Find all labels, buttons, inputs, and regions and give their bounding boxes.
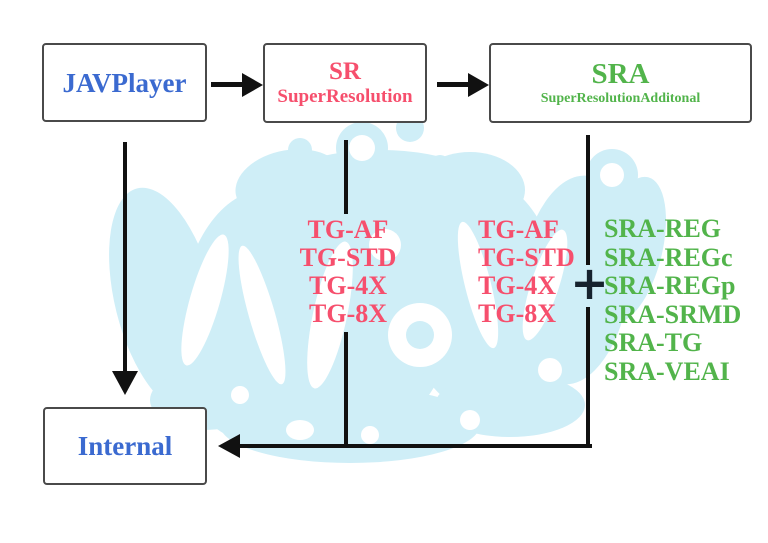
list-item: SRA-REGc: [604, 242, 733, 272]
node-javplayer-label: JAVPlayer: [62, 67, 187, 98]
sr-branch-line-upper: [344, 140, 348, 214]
merge-to-internal-line: [240, 444, 592, 448]
list-item: TG-STD: [299, 243, 397, 272]
sr-branch-line-lower: [344, 332, 348, 448]
node-sra-title: SRA: [591, 57, 650, 90]
node-sra: SRA SuperResolutionAdditonal: [489, 43, 752, 123]
node-sra-subtitle: SuperResolutionAdditonal: [540, 90, 701, 106]
plus-operator: +: [570, 256, 609, 310]
node-sr-title: SR: [329, 58, 361, 85]
list-item: SRA-TG: [604, 328, 703, 357]
sr-modes-list: TG-AF TG-STD TG-4X TG-8X: [255, 216, 441, 328]
list-item: SRA-SRMD: [604, 299, 742, 329]
list-item: TG-AF: [478, 215, 559, 244]
node-javplayer: JAVPlayer: [42, 43, 207, 122]
list-item: TG-4X: [309, 271, 387, 300]
arrow-sr-to-sra-head: [468, 73, 489, 97]
sra-tg-modes-list: TG-AF TG-STD TG-4X TG-8X: [478, 216, 590, 328]
list-item: TG-4X: [478, 271, 556, 300]
merge-to-internal-arrowhead: [218, 434, 240, 458]
node-sr: SR SuperResolution: [263, 43, 427, 123]
list-item: TG-AF: [307, 215, 389, 244]
arrow-javplayer-to-sr-line: [211, 82, 242, 87]
arrow-javplayer-to-internal-line: [123, 142, 127, 371]
node-internal-label: Internal: [77, 431, 173, 461]
node-internal: Internal: [43, 407, 207, 485]
list-item: SRA-REGp: [604, 271, 736, 300]
arrow-javplayer-to-sr-head: [242, 73, 263, 97]
arrow-sr-to-sra-line: [437, 82, 468, 87]
arrow-javplayer-to-internal-head: [112, 371, 138, 395]
list-item: SRA-REG: [604, 214, 722, 243]
list-item: TG-STD: [478, 243, 575, 272]
sra-modes-list: SRA-REG SRA-REGc SRA-REGp SRA-SRMD SRA-T…: [604, 214, 768, 386]
list-item: SRA-VEAI: [604, 356, 730, 386]
list-item: TG-8X: [309, 299, 387, 328]
sra-branch-line-upper: [586, 135, 590, 265]
list-item: TG-8X: [478, 299, 556, 328]
sra-branch-line-lower: [586, 307, 590, 448]
node-sr-subtitle: SuperResolution: [277, 86, 413, 107]
